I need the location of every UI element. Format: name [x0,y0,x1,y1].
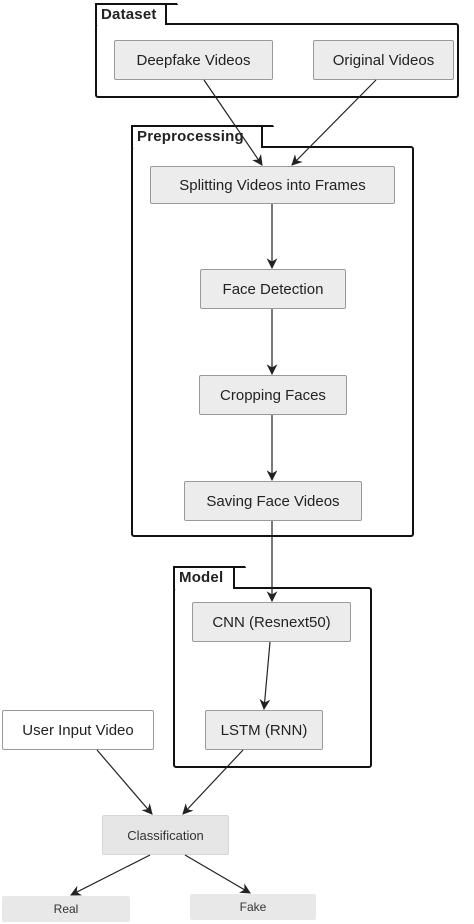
splitting-videos-node: Splitting Videos into Frames [150,166,395,204]
deepfake-videos-node: Deepfake Videos [114,40,273,80]
model-package-label: Model [173,566,235,589]
dataset-package [95,23,459,98]
arrow-user-input-to-classification [96,749,153,815]
cropping-faces-node: Cropping Faces [199,375,347,415]
arrow-lstm-to-classification [182,749,244,815]
cnn-node: CNN (Resnext50) [192,602,351,642]
original-videos-node: Original Videos [313,40,454,80]
classification-node: Classification [102,815,229,855]
dataset-package-label: Dataset [95,3,167,25]
real-node: Real [2,896,130,922]
user-input-video-node: User Input Video [2,710,154,750]
fake-node: Fake [190,894,316,920]
lstm-node: LSTM (RNN) [205,710,323,750]
arrow-deepfake-to-splitting [203,79,263,166]
saving-face-videos-node: Saving Face Videos [184,481,362,521]
arrow-classification-to-fake [184,854,251,894]
face-detection-node: Face Detection [200,269,346,309]
preprocessing-package-label: Preprocessing [131,125,263,148]
arrow-original-to-splitting [291,79,377,166]
arrow-cnn-to-lstm [259,641,271,711]
arrow-classification-to-real [70,854,151,896]
